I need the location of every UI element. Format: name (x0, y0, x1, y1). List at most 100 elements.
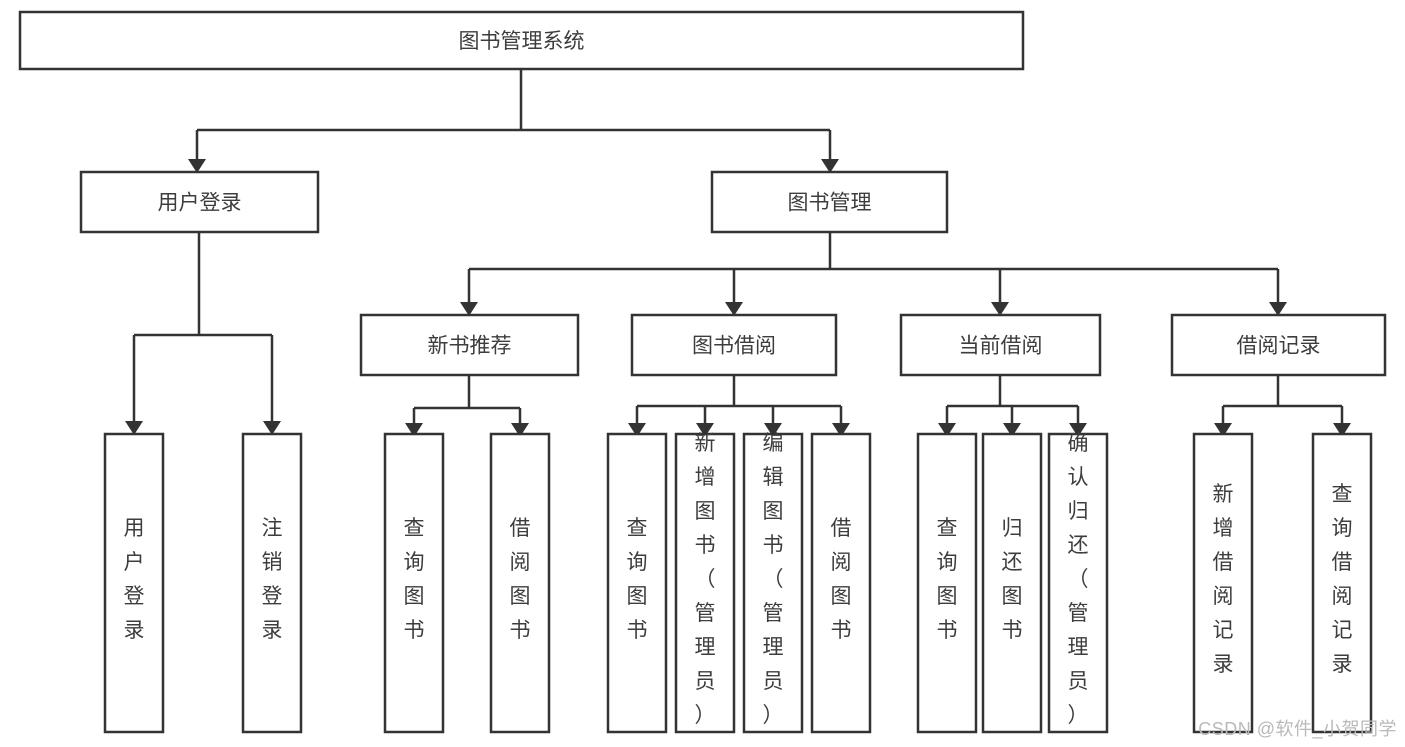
node-leaf-query-book-1[interactable]: 查询图书 (383, 432, 445, 734)
node-box[interactable] (79, 170, 320, 234)
node-box[interactable] (981, 432, 1043, 734)
arrow-head-icon (511, 423, 529, 437)
connector-e-bb-c2 (696, 406, 714, 437)
arrow-head-icon (125, 421, 143, 435)
node-label: 查询借阅记录 (1332, 483, 1353, 676)
node-label: 图书管理 (788, 192, 872, 215)
connector-e-cb-c2 (1003, 406, 1021, 437)
connector-e-nbr (460, 269, 478, 316)
node-label: 借阅图书 (510, 517, 531, 642)
node-box[interactable] (606, 432, 668, 734)
node-label: 新书推荐 (428, 335, 512, 358)
connector-e-leaf-ul (125, 335, 143, 435)
node-leaf-add-record[interactable]: 新增借阅记录 (1192, 432, 1254, 734)
arrow-head-icon (725, 302, 743, 316)
connector-e-br-c1 (1214, 406, 1232, 437)
node-box[interactable] (674, 432, 736, 734)
node-label: 注销登录 (262, 517, 283, 642)
node-label: 查询图书 (404, 517, 425, 642)
node-leaf-logout[interactable]: 注销登录 (241, 432, 303, 734)
connector-e-bb-c3 (764, 406, 782, 437)
node-label: 确认归还（管理员） (1068, 432, 1089, 727)
node-label: 查询图书 (627, 517, 648, 642)
node-book-borrow[interactable]: 图书借阅 (630, 313, 838, 377)
node-label: 查询图书 (937, 517, 958, 642)
node-box[interactable] (1311, 432, 1373, 734)
arrow-head-icon (696, 423, 714, 437)
connector-e-bb-c1 (628, 406, 646, 437)
node-borrow-record[interactable]: 借阅记录 (1170, 313, 1387, 377)
connector-e-bb-c4 (832, 406, 850, 437)
node-label: 新增图书（管理员） (695, 432, 716, 727)
node-box[interactable] (1047, 432, 1109, 734)
node-box[interactable] (103, 432, 165, 734)
node-leaf-edit-book[interactable]: 编辑图书（管理员） (742, 432, 804, 734)
arrow-head-icon (821, 159, 839, 173)
node-box[interactable] (489, 432, 551, 734)
arrow-head-icon (188, 159, 206, 173)
node-box[interactable] (710, 170, 949, 234)
connector-layer (125, 69, 1351, 437)
arrow-head-icon (405, 423, 423, 437)
node-leaf-return-book[interactable]: 归还图书 (981, 432, 1043, 734)
node-label: 归还图书 (1002, 517, 1023, 642)
arrow-head-icon (1214, 423, 1232, 437)
node-box[interactable] (18, 10, 1025, 71)
arrow-head-icon (263, 421, 281, 435)
node-leaf-user-login[interactable]: 用户登录 (103, 432, 165, 734)
node-layer: 图书管理系统用户登录图书管理新书推荐图书借阅当前借阅借阅记录用户登录注销登录查询… (18, 10, 1387, 734)
connector-e-book-manage (821, 130, 839, 173)
node-leaf-query-book-2[interactable]: 查询图书 (606, 432, 668, 734)
arrow-head-icon (832, 423, 850, 437)
node-box[interactable] (630, 313, 838, 377)
connector-e-nbr-c2 (511, 408, 529, 437)
node-box[interactable] (1170, 313, 1387, 377)
connector-e-cb (991, 269, 1009, 316)
node-book-manage[interactable]: 图书管理 (710, 170, 949, 234)
connector-e-br (1269, 269, 1287, 316)
node-label: 图书管理系统 (459, 30, 585, 53)
arrow-head-icon (1333, 423, 1351, 437)
connector-e-cb-c1 (938, 406, 956, 437)
node-user-login[interactable]: 用户登录 (79, 170, 320, 234)
node-label: 用户登录 (124, 517, 145, 642)
node-leaf-query-record[interactable]: 查询借阅记录 (1311, 432, 1373, 734)
node-box[interactable] (383, 432, 445, 734)
node-current-borrow[interactable]: 当前借阅 (899, 313, 1102, 377)
arrow-head-icon (938, 423, 956, 437)
arrow-head-icon (1069, 423, 1087, 437)
node-label: 编辑图书（管理员） (763, 432, 784, 727)
connector-e-nbr-c1 (405, 408, 423, 437)
connector-e-leaf-lo (263, 335, 281, 435)
arrow-head-icon (460, 302, 478, 316)
node-leaf-confirm-return[interactable]: 确认归还（管理员） (1047, 432, 1109, 734)
node-label: 借阅记录 (1237, 335, 1321, 358)
node-box[interactable] (742, 432, 804, 734)
arrow-head-icon (1269, 302, 1287, 316)
arrow-head-icon (628, 423, 646, 437)
node-leaf-add-book[interactable]: 新增图书（管理员） (674, 432, 736, 734)
node-label: 借阅图书 (831, 517, 852, 642)
node-label: 图书借阅 (692, 335, 776, 358)
arrow-head-icon (991, 302, 1009, 316)
node-label: 用户登录 (158, 192, 242, 215)
connector-e-bb (725, 269, 743, 316)
node-leaf-query-book-3[interactable]: 查询图书 (916, 432, 978, 734)
connector-e-user-login (188, 130, 206, 173)
node-new-book-rec[interactable]: 新书推荐 (359, 313, 580, 377)
node-box[interactable] (241, 432, 303, 734)
node-box[interactable] (810, 432, 872, 734)
connector-e-cb-c3 (1069, 406, 1087, 437)
node-box[interactable] (899, 313, 1102, 377)
node-box[interactable] (359, 313, 580, 377)
node-box[interactable] (916, 432, 978, 734)
arrow-head-icon (1003, 423, 1021, 437)
node-root[interactable]: 图书管理系统 (18, 10, 1025, 71)
node-label: 新增借阅记录 (1213, 483, 1234, 676)
arrow-head-icon (764, 423, 782, 437)
node-leaf-borrow-book-1[interactable]: 借阅图书 (489, 432, 551, 734)
node-leaf-borrow-book-2[interactable]: 借阅图书 (810, 432, 872, 734)
node-box[interactable] (1192, 432, 1254, 734)
